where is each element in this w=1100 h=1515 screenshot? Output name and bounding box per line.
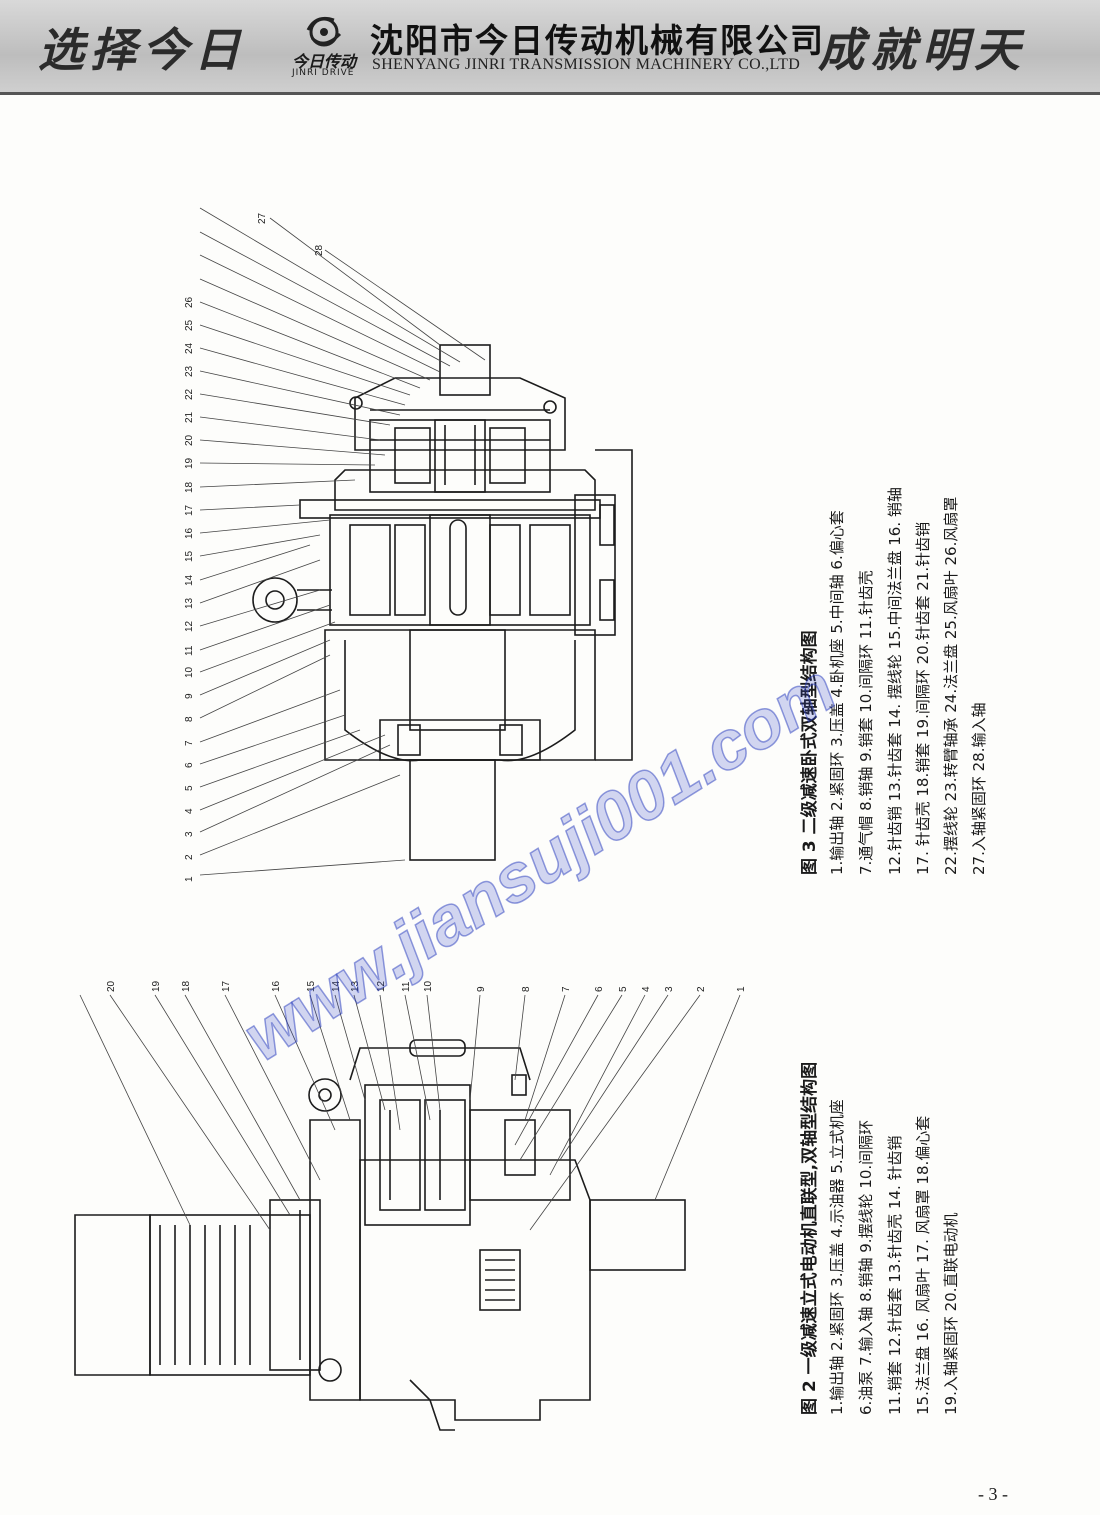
- callout-17: 17: [184, 504, 195, 516]
- callout-9: 9: [184, 693, 195, 699]
- figure3-legend-line-2: 7.通气帽 8.销轴 9.销套 10.间隔环 11.针齿壳: [857, 570, 875, 875]
- company-name-cn: 沈阳市今日传动机械有限公司: [370, 21, 825, 60]
- callout-6: 6: [594, 986, 605, 992]
- callout-18: 18: [181, 980, 192, 992]
- callout-28: 28: [314, 244, 325, 256]
- callout-15: 15: [306, 980, 317, 992]
- callout-6: 6: [184, 762, 195, 768]
- callout-26: 26: [184, 296, 195, 308]
- callout-22: 22: [184, 388, 195, 400]
- callout-4: 4: [184, 808, 195, 814]
- company-name-en: SHENYANG JINRI TRANSMISSION MACHINERY CO…: [372, 56, 801, 73]
- callout-14: 14: [184, 574, 195, 586]
- figure3-legend-line-4: 17. 针齿壳 18.销套 19.间隔环 20.针齿套 21.针齿销: [914, 521, 932, 875]
- callout-5: 5: [184, 785, 195, 791]
- figure2-legend-line-5: 19.入轴紧固环 20.直联电动机: [942, 1212, 960, 1415]
- figure3-legend-line-5: 22.摆线轮 23.转臂轴承 24.法兰盘 25.风扇叶 26.风扇罩: [942, 496, 960, 875]
- logo-text-cn: 今日传动: [292, 52, 357, 71]
- callout-11: 11: [184, 645, 195, 656]
- figure2-callouts: 1 2 3 4 5 6 7 8 9 10 11 12 13 14 15 16 1…: [106, 980, 747, 992]
- logo-text-en: JINRI DRIVE: [292, 68, 355, 78]
- callout-2: 2: [184, 854, 195, 860]
- callout-3: 3: [184, 831, 195, 837]
- page-header: 选择今日 今日传动 JINRI DRIVE 沈阳市今日传动机械有限公司 SHEN…: [0, 0, 1100, 95]
- company-logo: 今日传动 JINRI DRIVE: [286, 10, 362, 84]
- callout-1: 1: [184, 876, 195, 882]
- callout-21: 21: [184, 411, 195, 423]
- slogan-left: 选择今日: [38, 23, 246, 77]
- callout-24: 24: [184, 342, 195, 354]
- callout-20: 20: [106, 980, 117, 992]
- callout-12: 12: [184, 620, 195, 632]
- callout-1: 1: [736, 986, 747, 992]
- slogan-right: 成就明天: [818, 23, 1026, 77]
- figure2-leaders: [79, 994, 741, 1231]
- callout-12: 12: [376, 980, 387, 992]
- figure2-legend-line-3: 11.销套 12.针齿套 13.针齿壳 14. 针齿销: [886, 1135, 904, 1416]
- callout-8: 8: [521, 986, 532, 992]
- logo-icon: [306, 16, 342, 47]
- callout-13: 13: [184, 597, 195, 609]
- callout-5: 5: [618, 986, 629, 992]
- page-number: - 3 -: [978, 1484, 1008, 1504]
- callout-19: 19: [151, 980, 162, 992]
- figure3-callouts: 1 2 3 4 5 6 7 8 9 10 11 12 13 14 15 16 1…: [184, 212, 325, 882]
- callout-20: 20: [184, 434, 195, 446]
- figure3-legend-line-3: 12.针齿销 13.针齿套 14. 摆线轮 15.中间法兰盘 16. 销轴: [886, 487, 904, 875]
- callout-7: 7: [561, 986, 572, 992]
- figure3-legend-line-6: 27.入轴紧固环 28.输入轴: [970, 702, 988, 875]
- callout-25: 25: [184, 319, 195, 331]
- figure2-legend-line-4: 15.法兰盘 16. 风扇叶 17. 风扇罩 18.偏心套: [914, 1115, 932, 1415]
- callout-8: 8: [184, 716, 195, 722]
- callout-7: 7: [184, 740, 195, 746]
- callout-27: 27: [257, 212, 268, 224]
- figure2-legend-line-2: 6.油泵 7.输入轴 8.销轴 9.摆线轮 10.间隔环: [857, 1119, 875, 1415]
- callout-10: 10: [423, 980, 434, 992]
- figure2-title: 图 2 一级减速立式电动机直联型,双轴型结构图: [800, 1061, 820, 1415]
- callout-23: 23: [184, 365, 195, 377]
- callout-9: 9: [476, 986, 487, 992]
- callout-13: 13: [350, 980, 361, 992]
- callout-10: 10: [184, 666, 195, 678]
- callout-15: 15: [184, 550, 195, 562]
- figure2-legend-line-1: 1.输出轴 2.紧固环 3.压盖 4.示油器 5.立式机座: [828, 1099, 846, 1415]
- callout-18: 18: [184, 481, 195, 493]
- callout-19: 19: [184, 457, 195, 469]
- figure3-drawing: [252, 344, 633, 861]
- callout-17: 17: [221, 980, 232, 992]
- callout-4: 4: [641, 986, 652, 992]
- callout-11: 11: [401, 981, 412, 992]
- callout-2: 2: [696, 986, 707, 992]
- callout-14: 14: [331, 980, 342, 992]
- figure2-drawing: [74, 1039, 686, 1431]
- callout-16: 16: [184, 527, 195, 539]
- callout-16: 16: [271, 980, 282, 992]
- figure3-leaders: [199, 207, 486, 876]
- callout-3: 3: [664, 986, 675, 992]
